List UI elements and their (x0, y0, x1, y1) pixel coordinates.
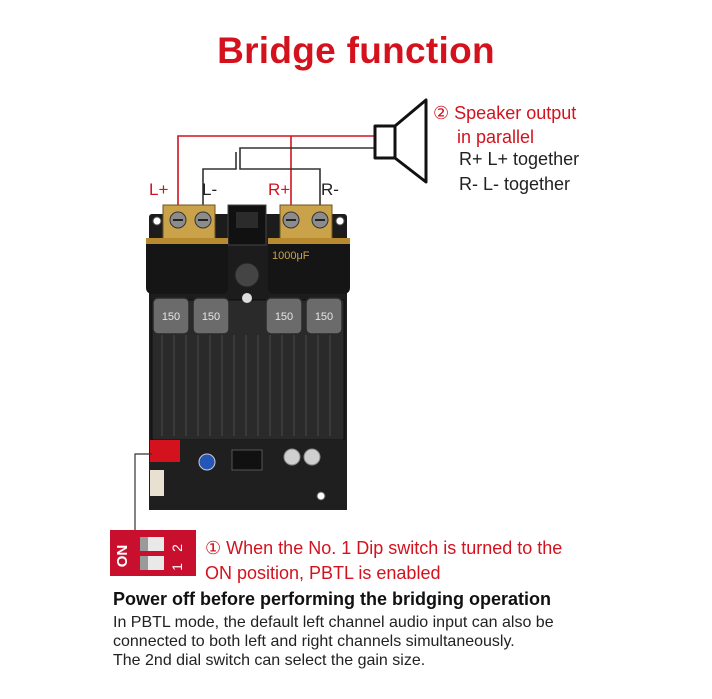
inductor-label: 150 (275, 311, 293, 323)
speaker-note-line2: in parallel (457, 127, 535, 147)
marker-1: ① (205, 538, 222, 558)
terminal-block-left (162, 204, 216, 240)
page-title: Bridge function (217, 30, 495, 71)
together-note: R+ L+ together R- L- together (459, 147, 579, 197)
description-line2: connected to both left and right channel… (113, 633, 515, 650)
inductors (152, 297, 343, 335)
dip-number-2: 2 (169, 544, 185, 552)
terminal-r-plus-label: R+ (268, 180, 290, 199)
dip-switch-note: ① When the No. 1 Dip switch is turned to… (205, 536, 562, 586)
capacitor-right-label: 1000μF (272, 250, 310, 262)
together-line-1: R+ L+ together (459, 149, 580, 169)
terminal-r-minus-label: R- (321, 180, 339, 199)
wire-l-plus (177, 135, 376, 205)
inductor-label: 150 (315, 311, 333, 323)
dip-switch-small (150, 440, 180, 462)
dip-note-line2: ON position, PBTL is enabled (205, 563, 441, 583)
together-line-2: R- L- together (459, 174, 571, 194)
dip-note-line1: When the No. 1 Dip switch is turned to t… (226, 538, 563, 558)
description-line1: In PBTL mode, the default left channel a… (113, 614, 554, 631)
warning-text: Power off before performing the bridging… (113, 589, 552, 609)
marker-2: ② (433, 103, 450, 123)
description-line3: The 2nd dial switch can select the gain … (113, 652, 426, 669)
capacitor-right (268, 238, 350, 294)
terminal-l-plus-label: L+ (149, 180, 168, 199)
inductor-label: 150 (162, 311, 180, 323)
dip-switch-large (110, 530, 196, 576)
wire-r-minus (239, 147, 376, 205)
dip-number-1: 1 (169, 563, 185, 571)
speaker-output-note: ② Speaker output in parallel (433, 101, 576, 149)
speaker-note-line1: Speaker output (454, 103, 577, 123)
description: In PBTL mode, the default left channel a… (113, 613, 633, 670)
terminal-l-minus-label: L- (202, 180, 217, 199)
terminal-block-right (279, 204, 333, 240)
inductor-label: 150 (202, 311, 220, 323)
wire-l-minus (202, 152, 237, 205)
power-connector (227, 204, 267, 246)
speaker-icon (373, 98, 428, 184)
dip-on-label: ON (114, 545, 131, 568)
capacitor-left (146, 238, 228, 294)
